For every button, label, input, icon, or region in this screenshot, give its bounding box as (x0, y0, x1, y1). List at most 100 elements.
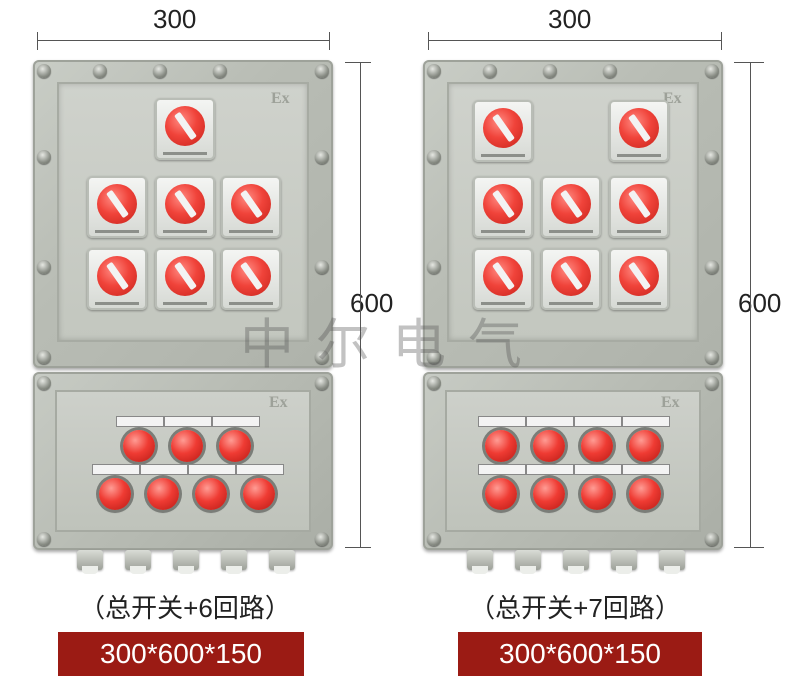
bolt-icon (705, 150, 719, 164)
bolt-icon (37, 260, 51, 274)
branch-switch[interactable] (541, 248, 601, 310)
indicator-lamp (526, 464, 574, 516)
bolt-icon (427, 350, 441, 364)
left-height-line (360, 62, 361, 547)
bolt-icon (705, 350, 719, 364)
branch-switch[interactable] (155, 176, 215, 238)
cabinet-left: Ex Ex (33, 60, 333, 580)
indicator-lamp (622, 464, 670, 516)
right-height-tick-top (734, 62, 764, 63)
cable-gland (515, 550, 541, 574)
branch-switch[interactable] (87, 248, 147, 310)
indicator-lamp (574, 416, 622, 468)
branch-switch[interactable] (541, 176, 601, 238)
watermark: 中尔电气 (240, 315, 544, 375)
indicator-lamp (116, 416, 164, 468)
bolt-icon (315, 532, 329, 546)
right-width-tick-right (721, 32, 722, 50)
branch-switch[interactable] (473, 248, 533, 310)
left-height-label: 600 (350, 288, 394, 318)
indicator-lamp (478, 416, 526, 468)
bolt-icon (37, 64, 51, 78)
bolt-icon (315, 150, 329, 164)
indicator-lamp (140, 464, 188, 516)
bolt-icon (37, 532, 51, 546)
bolt-icon (705, 260, 719, 274)
main-switch[interactable] (609, 100, 669, 162)
branch-switch[interactable] (87, 176, 147, 238)
upper-enclosure: Ex (423, 60, 723, 368)
left-caption: （总开关+6回路） (79, 593, 291, 623)
right-height-line (750, 62, 751, 547)
ex-mark: Ex (661, 394, 680, 411)
cable-gland (467, 550, 493, 574)
cable-gland (659, 550, 685, 574)
lower-enclosure: Ex (423, 372, 723, 550)
left-width-line (37, 40, 330, 41)
bolt-icon (483, 64, 497, 78)
cable-gland (125, 550, 151, 574)
left-width-label: 300 (153, 4, 197, 34)
branch-switch[interactable] (473, 176, 533, 238)
bolt-icon (427, 150, 441, 164)
bolt-icon (427, 260, 441, 274)
cable-gland (611, 550, 637, 574)
cable-gland (173, 550, 199, 574)
indicator-lamp (526, 416, 574, 468)
left-height-tick-bottom (345, 547, 371, 548)
indicator-lamp (164, 416, 212, 468)
bolt-icon (603, 64, 617, 78)
left-size-label: 300*600*150 (58, 632, 304, 676)
indicator-lamp (622, 416, 670, 468)
bolt-icon (315, 64, 329, 78)
right-height-label: 600 (738, 288, 782, 318)
main-switch[interactable] (155, 98, 215, 160)
cable-gland (269, 550, 295, 574)
ex-mark: Ex (271, 90, 290, 107)
bolt-icon (315, 376, 329, 390)
bolt-icon (37, 376, 51, 390)
left-height-tick-top (345, 62, 371, 63)
cabinet-right: Ex Ex (423, 60, 723, 580)
right-size-label: 300*600*150 (458, 632, 702, 676)
bolt-icon (37, 350, 51, 364)
indicator-lamp (212, 416, 260, 468)
bolt-icon (315, 260, 329, 274)
bolt-icon (427, 64, 441, 78)
right-width-label: 300 (548, 4, 592, 34)
bolt-icon (427, 532, 441, 546)
bolt-icon (705, 532, 719, 546)
upper-enclosure: Ex (33, 60, 333, 368)
ex-mark: Ex (269, 394, 288, 411)
bolt-icon (37, 150, 51, 164)
bolt-icon (705, 376, 719, 390)
indicator-face (445, 390, 701, 532)
indicator-lamp (574, 464, 622, 516)
bolt-icon (315, 350, 329, 364)
bolt-icon (705, 64, 719, 78)
left-width-tick-right (329, 32, 330, 50)
indicator-lamp (236, 464, 284, 516)
cable-gland (77, 550, 103, 574)
indicator-lamp (478, 464, 526, 516)
bolt-icon (543, 64, 557, 78)
right-caption: （总开关+7回路） (469, 593, 681, 623)
lower-enclosure: Ex (33, 372, 333, 550)
right-width-tick-left (428, 32, 429, 50)
branch-switch[interactable] (609, 176, 669, 238)
branch-switch[interactable] (155, 248, 215, 310)
bolt-icon (427, 376, 441, 390)
branch-switch[interactable] (609, 248, 669, 310)
right-width-line (428, 40, 722, 41)
bolt-icon (213, 64, 227, 78)
bolt-icon (93, 64, 107, 78)
indicator-lamp (188, 464, 236, 516)
cable-gland (563, 550, 589, 574)
indicator-lamp (92, 464, 140, 516)
main-switch[interactable] (473, 100, 533, 162)
left-width-tick-left (37, 32, 38, 50)
branch-switch[interactable] (221, 248, 281, 310)
right-height-tick-bottom (734, 547, 764, 548)
bolt-icon (153, 64, 167, 78)
branch-switch[interactable] (221, 176, 281, 238)
